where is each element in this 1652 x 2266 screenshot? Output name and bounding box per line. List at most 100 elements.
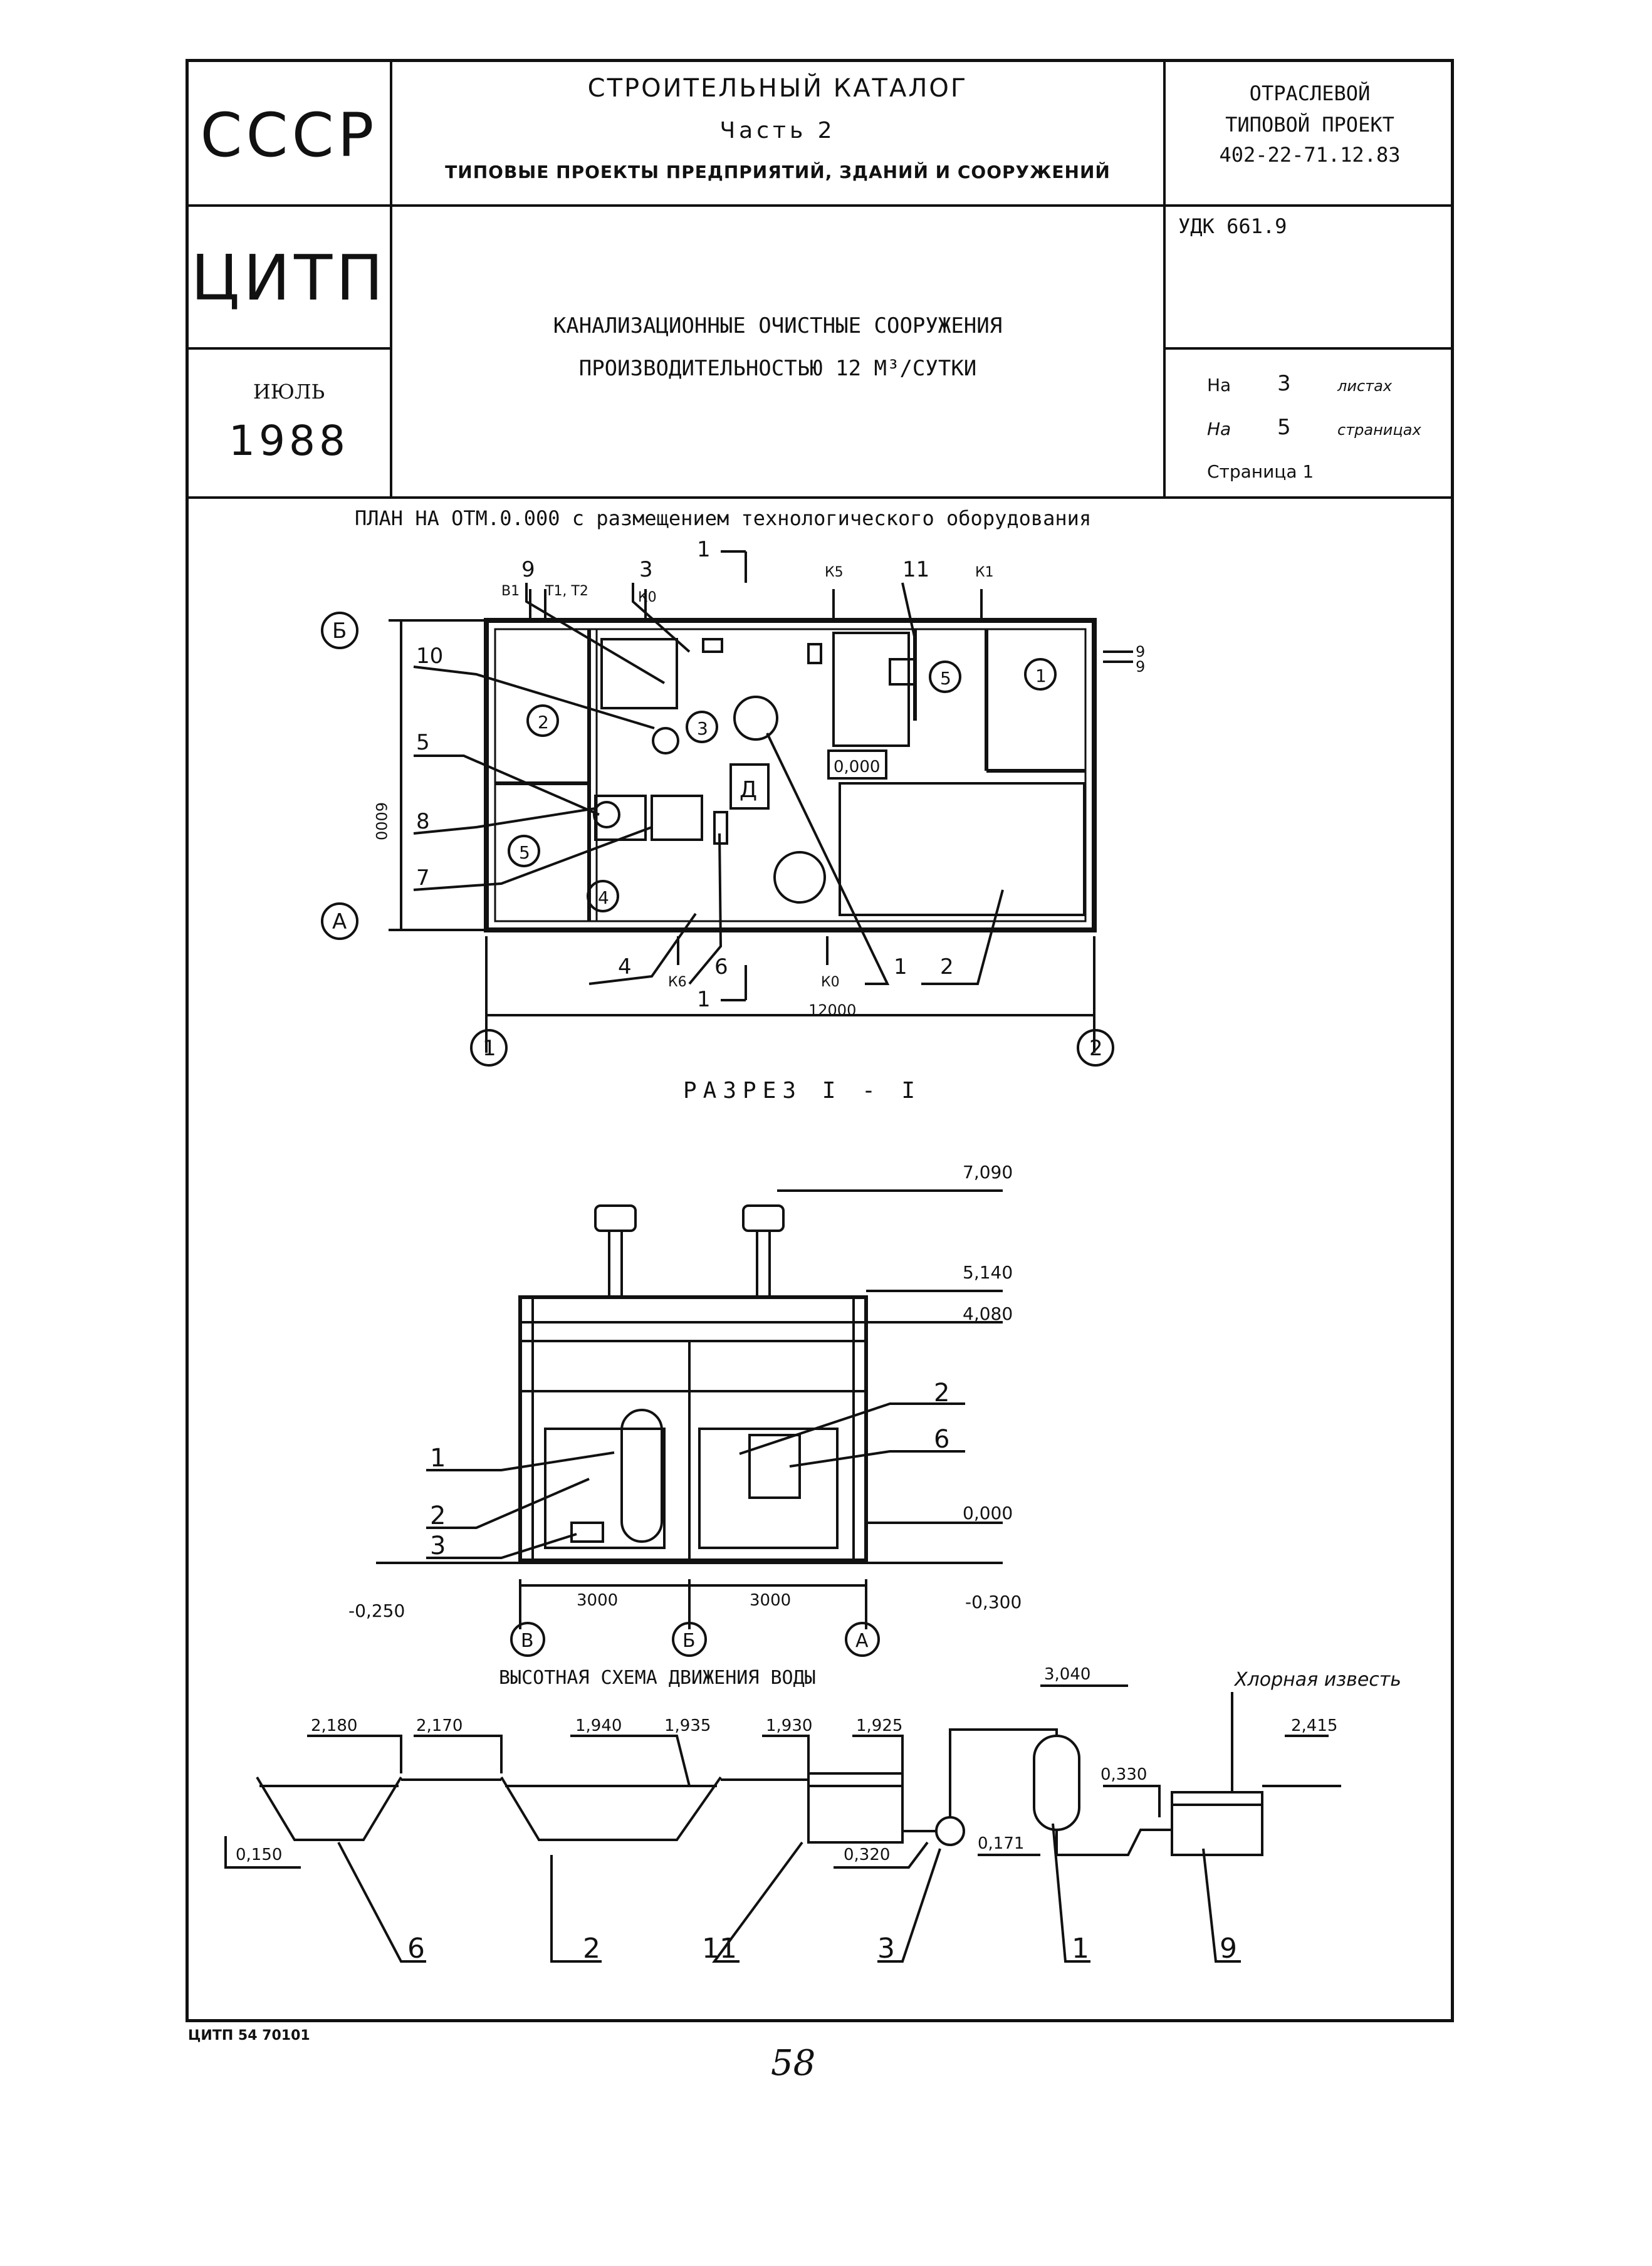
pipe-label: Т1, Т2 bbox=[545, 583, 588, 599]
room-label: 5 bbox=[940, 668, 951, 689]
scheme-callout: 11 bbox=[702, 1933, 737, 1965]
project-type-line1: ОТРАСЛЕВОЙ bbox=[1249, 81, 1371, 105]
section-level: 5,140 bbox=[963, 1262, 1013, 1283]
section-callout: 6 bbox=[934, 1425, 949, 1454]
header-divider bbox=[1163, 59, 1166, 498]
section-mark-bottom: 1 bbox=[697, 987, 711, 1012]
plan-callout: 10 bbox=[416, 644, 443, 669]
issue-year: 1988 bbox=[229, 417, 349, 465]
section-drawing bbox=[376, 1189, 1003, 1657]
plan-callout: 4 bbox=[618, 954, 632, 979]
pages-word: страницах bbox=[1337, 421, 1421, 439]
pipe-label: 9 bbox=[1136, 658, 1145, 676]
pipe-label: В1 bbox=[501, 583, 520, 599]
chlorine-label: Хлорная известь bbox=[1233, 1669, 1401, 1691]
section-level: 0,000 bbox=[963, 1503, 1013, 1523]
scheme-level: 2,180 bbox=[311, 1716, 357, 1735]
plan-dim-width: 12000 bbox=[808, 1001, 856, 1019]
scheme-level: 1,930 bbox=[766, 1716, 812, 1735]
plan-axis-1: 1 bbox=[483, 1036, 496, 1061]
scheme-level: 1,935 bbox=[664, 1716, 711, 1735]
pipe-label: К0 bbox=[821, 974, 840, 990]
plan-callout: 8 bbox=[416, 809, 430, 834]
room-label: 5 bbox=[519, 842, 530, 863]
scheme-title: ВЫСОТНАЯ СХЕМА ДВИЖЕНИЯ ВОДЫ bbox=[499, 1667, 816, 1689]
page-label: Страница 1 bbox=[1207, 461, 1314, 482]
org-label: ЦИТП bbox=[191, 241, 387, 315]
room-label: 4 bbox=[598, 887, 609, 908]
plan-title: ПЛАН НА ОТМ.0.000 с размещением технолог… bbox=[355, 506, 1092, 530]
section-level: -0,250 bbox=[348, 1600, 405, 1621]
section-callout: 3 bbox=[430, 1532, 446, 1560]
project-number: 402-22-71.12.83 bbox=[1219, 143, 1401, 167]
pipe-label: К0 bbox=[638, 590, 657, 605]
room-d-label: Д bbox=[740, 777, 757, 803]
scheme-level: 1,940 bbox=[575, 1716, 622, 1735]
plan-axis-a: А bbox=[332, 909, 347, 934]
pipe-label: К1 bbox=[975, 565, 994, 580]
plan-axis-b: Б bbox=[332, 619, 347, 644]
plan-level: 0,000 bbox=[834, 758, 880, 776]
plan-callout: 1 bbox=[894, 954, 907, 979]
scheme-level: 1,925 bbox=[856, 1716, 902, 1735]
section-callout: 1 bbox=[430, 1444, 446, 1473]
pipe-label: К5 bbox=[825, 565, 844, 580]
section-callout: 2 bbox=[430, 1501, 446, 1530]
scheme-level: 0,320 bbox=[844, 1846, 890, 1864]
scheme-callout: 2 bbox=[583, 1933, 600, 1965]
scheme-level: 2,415 bbox=[1291, 1716, 1337, 1735]
water-scheme-drawing bbox=[224, 1684, 1341, 1963]
pages-prefix: На bbox=[1207, 419, 1231, 439]
plan-callout: 7 bbox=[416, 865, 430, 890]
sheets-prefix: На bbox=[1207, 375, 1231, 395]
header-divider bbox=[186, 496, 1454, 499]
room-label: 3 bbox=[697, 718, 708, 739]
room-label: 1 bbox=[1035, 666, 1047, 686]
scheme-level: 0,330 bbox=[1100, 1765, 1147, 1784]
section-axis: А bbox=[855, 1630, 869, 1652]
catalog-subtitle: ТИПОВЫЕ ПРОЕКТЫ ПРЕДПРИЯТИЙ, ЗДАНИЙ И СО… bbox=[445, 162, 1111, 182]
plan-callout: 9 bbox=[521, 557, 535, 582]
project-name-line1: КАНАЛИЗАЦИОННЫЕ ОЧИСТНЫЕ СООРУЖЕНИЯ bbox=[553, 313, 1003, 338]
section-axis: Б bbox=[682, 1630, 696, 1652]
section-dim: 3000 bbox=[750, 1591, 791, 1610]
scheme-callout: 6 bbox=[407, 1933, 425, 1965]
section-callout: 2 bbox=[934, 1379, 949, 1407]
header-divider bbox=[186, 347, 390, 350]
issue-month: ИЮЛЬ bbox=[253, 380, 325, 404]
header-divider bbox=[390, 59, 392, 498]
pipe-label: 9 bbox=[1136, 643, 1145, 660]
udk-code: УДК 661.9 bbox=[1178, 214, 1287, 238]
page-number: 58 bbox=[771, 2043, 816, 2084]
plan-callout: 6 bbox=[714, 954, 728, 979]
scheme-level: 0,150 bbox=[236, 1846, 282, 1864]
scheme-callout: 3 bbox=[877, 1933, 895, 1965]
section-mark-top: 1 bbox=[697, 537, 711, 562]
scheme-level: 3,040 bbox=[1044, 1665, 1090, 1684]
header-divider bbox=[1163, 347, 1454, 350]
room-label: 2 bbox=[538, 712, 549, 733]
sheet-frame bbox=[186, 59, 1454, 2022]
catalog-title: СТРОИТЕЛЬНЫЙ КАТАЛОГ bbox=[587, 74, 968, 103]
scheme-level: 2,170 bbox=[416, 1716, 463, 1735]
plan-callout: 2 bbox=[940, 954, 954, 979]
section-axis: В bbox=[521, 1630, 534, 1652]
plan-callout: 11 bbox=[902, 557, 929, 582]
section-title: РАЗРЕЗ I - I bbox=[683, 1078, 922, 1104]
building-outline bbox=[484, 618, 1097, 932]
header-divider bbox=[186, 204, 1454, 207]
sheets-count: 3 bbox=[1277, 371, 1291, 396]
scheme-level: 0,171 bbox=[978, 1834, 1024, 1853]
scheme-callout: 9 bbox=[1220, 1933, 1237, 1965]
country-label: СССР bbox=[200, 100, 378, 170]
sheets-word: листах bbox=[1337, 377, 1393, 395]
section-level: -0,300 bbox=[965, 1592, 1022, 1612]
section-dim: 3000 bbox=[577, 1591, 618, 1610]
pipe-label: К6 bbox=[668, 974, 687, 990]
footer-code: ЦИТП 54 70101 bbox=[188, 2028, 310, 2044]
catalog-part: Часть 2 bbox=[719, 118, 836, 144]
project-name-line2: ПРОИЗВОДИТЕЛЬНОСТЬЮ 12 М³/СУТКИ bbox=[578, 356, 977, 381]
plan-callout: 5 bbox=[416, 730, 430, 755]
project-type-line2: ТИПОВОЙ ПРОЕКТ bbox=[1225, 113, 1394, 137]
